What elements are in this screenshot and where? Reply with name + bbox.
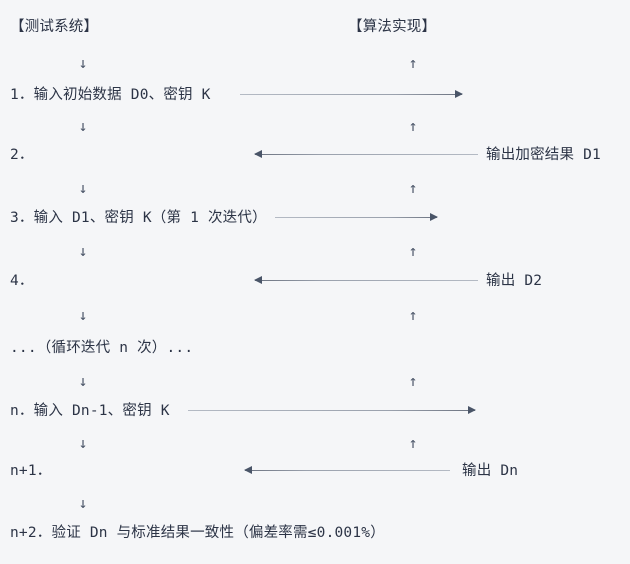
lane-header-row: 【测试系统】 【算法实现】 [0, 14, 630, 40]
step-label-n: n．输入 Dn-1、密钥 K [10, 403, 170, 419]
lifeline-row-4: ↓ ↑ [0, 238, 630, 264]
message-line [275, 217, 437, 218]
loop-note-label: ...（循环迭代 n 次）... [10, 340, 194, 356]
message-line [240, 94, 462, 95]
step-row-n: n．输入 Dn-1、密钥 K [0, 398, 630, 424]
message-label-n-plus-1: 输出 Dn [462, 463, 519, 479]
message-arrow-left-4 [254, 268, 478, 294]
lifeline-row-8: ↓ [0, 490, 630, 516]
lane-title-test-system: 【测试系统】 [10, 19, 99, 35]
message-line [255, 280, 478, 281]
up-arrow-icon: ↑ [408, 117, 418, 135]
down-arrow-icon: ↓ [78, 372, 88, 390]
up-arrow-icon: ↑ [408, 54, 418, 72]
arrowhead-left-icon [254, 276, 262, 284]
arrowhead-left-icon [244, 466, 252, 474]
up-arrow-icon: ↑ [408, 372, 418, 390]
lane-title-algorithm-impl: 【算法实现】 [348, 19, 437, 35]
message-arrow-right-3 [275, 205, 438, 231]
down-arrow-icon: ↓ [78, 242, 88, 260]
down-arrow-icon: ↓ [78, 434, 88, 452]
down-arrow-icon: ↓ [78, 54, 88, 72]
up-arrow-icon: ↑ [408, 179, 418, 197]
loop-note-row: ...（循环迭代 n 次）... [0, 335, 630, 361]
arrowhead-left-icon [254, 150, 262, 158]
lifeline-row-2: ↓ ↑ [0, 113, 630, 139]
down-arrow-icon: ↓ [78, 494, 88, 512]
arrowhead-right-icon [430, 213, 438, 221]
step-row-3: 3．输入 D1、密钥 K（第 1 次迭代） [0, 205, 630, 231]
message-line [245, 470, 450, 471]
message-arrow-left-n-plus-1 [244, 458, 450, 484]
up-arrow-icon: ↑ [408, 242, 418, 260]
step-row-n-plus-2: n+2．验证 Dn 与标准结果一致性（偏差率需≤0.001%） [0, 520, 630, 546]
up-arrow-icon: ↑ [408, 434, 418, 452]
lifeline-row-5: ↓ ↑ [0, 302, 630, 328]
step-row-2: 2． 输出加密结果 D1 [0, 142, 630, 168]
message-label-4: 输出 D2 [486, 273, 543, 289]
message-line [188, 410, 475, 411]
lifeline-row-7: ↓ ↑ [0, 430, 630, 456]
message-arrow-right-1 [240, 82, 463, 108]
step-label-4: 4． [10, 273, 34, 289]
message-line [255, 154, 478, 155]
arrowhead-right-icon [455, 90, 463, 98]
down-arrow-icon: ↓ [78, 306, 88, 324]
step-row-4: 4． 输出 D2 [0, 268, 630, 294]
step-label-2: 2． [10, 147, 34, 163]
message-label-2: 输出加密结果 D1 [486, 147, 601, 163]
step-label-3: 3．输入 D1、密钥 K（第 1 次迭代） [10, 210, 267, 226]
lifeline-row-3: ↓ ↑ [0, 175, 630, 201]
lifeline-row-1: ↓ ↑ [0, 50, 630, 76]
up-arrow-icon: ↑ [408, 306, 418, 324]
message-arrow-right-n [188, 398, 476, 424]
step-label-n-plus-1: n+1． [10, 463, 52, 479]
step-label-1: 1．输入初始数据 D0、密钥 K [10, 87, 211, 103]
down-arrow-icon: ↓ [78, 117, 88, 135]
step-label-n-plus-2: n+2．验证 Dn 与标准结果一致性（偏差率需≤0.001%） [10, 525, 385, 541]
lifeline-row-6: ↓ ↑ [0, 368, 630, 394]
message-arrow-left-2 [254, 142, 478, 168]
down-arrow-icon: ↓ [78, 179, 88, 197]
step-row-1: 1．输入初始数据 D0、密钥 K [0, 82, 630, 108]
step-row-n-plus-1: n+1． 输出 Dn [0, 458, 630, 484]
arrowhead-right-icon [468, 406, 476, 414]
